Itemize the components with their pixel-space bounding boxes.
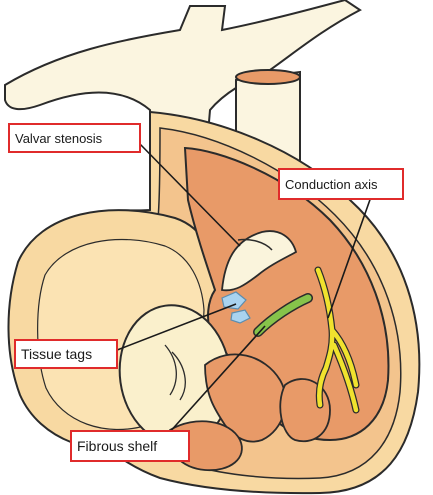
label-fibrous-shelf-text: Fibrous shelf: [77, 438, 157, 454]
label-valvar-stenosis: Valvar stenosis: [8, 123, 141, 153]
label-tissue-tags-text: Tissue tags: [21, 346, 92, 362]
label-valvar-stenosis-text: Valvar stenosis: [15, 131, 102, 146]
label-conduction-axis: Conduction axis: [278, 168, 404, 200]
label-tissue-tags: Tissue tags: [14, 339, 118, 369]
label-fibrous-shelf: Fibrous shelf: [70, 430, 190, 462]
label-conduction-axis-text: Conduction axis: [285, 177, 378, 192]
pulmonary-trunk-lumen: [236, 70, 300, 84]
